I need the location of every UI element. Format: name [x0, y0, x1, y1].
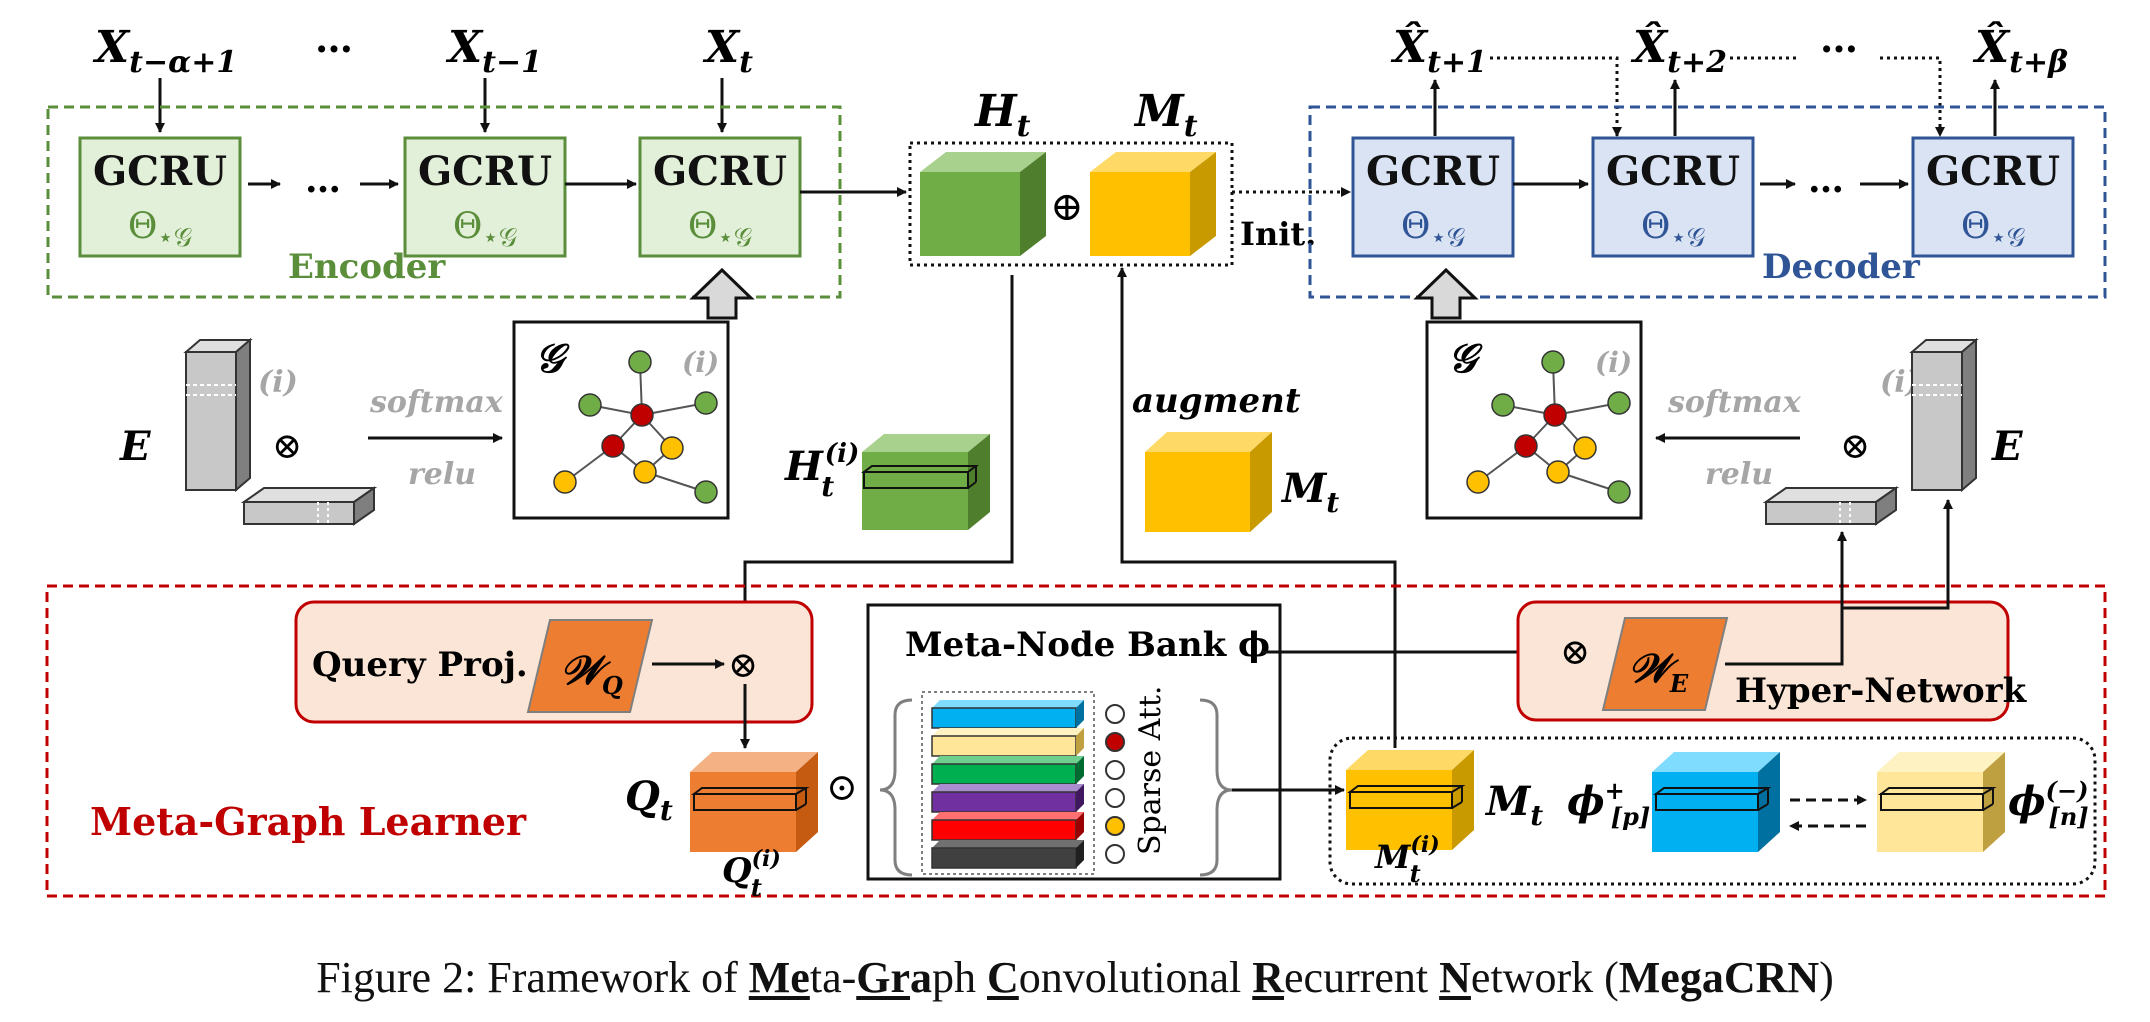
init-label: Init.	[1240, 215, 1316, 253]
wq-parallelogram	[526, 619, 654, 713]
phi-pos-label: ϕ+[p]	[1567, 776, 1650, 831]
we-label: 𝒲E	[1628, 645, 1689, 698]
relu-label-right: relu	[1705, 457, 1773, 492]
oplus-symbol: ⊕	[1050, 184, 1084, 230]
decoder-gcru-2: GCRU Θ⋆𝒢	[1591, 136, 1755, 258]
encoder-gcru-1: GCRU Θ⋆𝒢	[78, 136, 242, 258]
phi-pos-cube	[1652, 752, 1780, 852]
embedding-index: (i)	[258, 365, 298, 400]
hti-cube	[861, 434, 990, 530]
state-box	[908, 141, 1234, 267]
gcru-title: GCRU	[93, 148, 227, 195]
gcru-title: GCRU	[1606, 148, 1740, 195]
input-x-t: Xt	[702, 22, 753, 80]
state-m-label: Mt	[1133, 86, 1198, 144]
q-cube	[690, 752, 818, 852]
input-x-first: Xt−α+1	[92, 22, 237, 80]
otimes-symbol: ⊗	[1840, 426, 1870, 467]
phi-neg-label: ϕ(−)[n]	[2008, 776, 2089, 831]
output-x-3: X̂t+β	[1972, 20, 2068, 80]
mt-phi-region	[1328, 736, 2097, 886]
arrow-hyper-to-e-tall	[1842, 499, 1953, 610]
odot-symbol: ⊙	[826, 765, 858, 809]
state-m-cube	[1090, 152, 1216, 256]
query-proj-box: Query Proj. 𝒲Q	[294, 600, 814, 724]
figure-caption: Figure 2: Framework of Meta-Graph Convol…	[316, 953, 1834, 1002]
input-dots: …	[315, 16, 353, 61]
input-labels: Xt−α+1 … Xt−1 Xt	[92, 16, 753, 80]
state-h-label: Ht	[973, 86, 1031, 144]
decoder-label: Decoder	[1762, 247, 1921, 287]
encoder-gcru-3: GCRU Θ⋆𝒢	[638, 136, 802, 258]
left-graph-box: 𝒢 (i)	[512, 320, 730, 520]
attention-dots	[1105, 704, 1125, 864]
query-proj-label: Query Proj.	[312, 645, 528, 685]
gcru-param: Θ⋆𝒢	[1401, 206, 1465, 253]
feedback-arrow-3	[1880, 56, 1945, 137]
softmax-label-right: softmax	[1667, 385, 1802, 420]
decoder-region	[1308, 105, 2107, 299]
hyper-otimes: ⊗	[1560, 632, 1590, 673]
arrow-hyper-to-e-flat	[1725, 531, 1847, 666]
gcru-param: Θ⋆𝒢	[1961, 206, 2025, 253]
output-dots: …	[1820, 16, 1858, 61]
decoder-gcru-3: GCRU Θ⋆𝒢	[1911, 136, 2075, 258]
embedding-label: E	[119, 423, 151, 470]
augment-label: augment	[1132, 381, 1301, 421]
augment-m-label: Mt	[1280, 465, 1339, 519]
embedding-label: E	[1991, 423, 2023, 470]
output-x-2: X̂t+2	[1630, 20, 1727, 80]
augment-m-cube	[1145, 432, 1272, 532]
bank-title: Meta-Node Bank ϕ	[905, 625, 1270, 665]
mti-label: M(i)t	[1374, 832, 1440, 888]
gcru-param: Θ⋆𝒢	[688, 206, 752, 253]
learner-region	[45, 584, 2107, 898]
encoder-dots: …	[305, 159, 341, 201]
block-arrow-up-encoder	[689, 267, 755, 320]
hyper-network-label: Hyper-Network	[1735, 671, 2028, 711]
left-brace	[879, 698, 913, 877]
gcru-title: GCRU	[1926, 148, 2060, 195]
hyper-network-box: ⊗ 𝒲E Hyper-Network	[1516, 600, 2028, 722]
sparse-att-label: Sparse Att.	[1133, 686, 1168, 855]
gcru-title: GCRU	[1366, 148, 1500, 195]
softmax-label: softmax	[369, 385, 504, 420]
decoder-dots: …	[1808, 159, 1844, 201]
gcru-title: GCRU	[653, 148, 787, 195]
hti-label: H(i)t	[784, 439, 859, 503]
relu-label: relu	[408, 457, 476, 492]
encoder-gcru-2: GCRU Θ⋆𝒢	[403, 136, 567, 258]
q-label: Qt	[625, 773, 673, 827]
arrow-m-to-state	[1117, 267, 1397, 748]
graph-index: (i)	[1595, 346, 1632, 379]
right-embedding: (i) ⊗ E	[1762, 337, 2023, 526]
gcru-param: Θ⋆𝒢	[128, 206, 192, 253]
memory-bars	[931, 700, 1084, 869]
gcru-param: Θ⋆𝒢	[453, 206, 517, 253]
input-x-prev: Xt−1	[445, 22, 542, 80]
left-embedding: E (i) ⊗	[119, 337, 378, 526]
gcru-param: Θ⋆𝒢	[1641, 206, 1705, 253]
q-i-label: Q(i)t	[722, 846, 781, 902]
decoder-gcru-1: GCRU Θ⋆𝒢	[1351, 136, 1515, 258]
otimes-symbol: ⊗	[272, 426, 302, 467]
right-graph-box: 𝒢 (i)	[1425, 320, 1643, 520]
output-x-1: X̂t+1	[1390, 20, 1487, 80]
mt-label: Mt	[1484, 778, 1543, 832]
encoder-region	[46, 105, 842, 299]
graph-index: (i)	[682, 346, 719, 379]
encoder-label: Encoder	[288, 247, 446, 287]
mt-cube	[1346, 750, 1474, 850]
block-arrow-up-decoder	[1413, 267, 1479, 320]
meta-node-bank: Meta-Node Bank ϕ Sparse Att.	[866, 603, 1282, 881]
query-otimes: ⊗	[728, 645, 758, 686]
learner-title: Meta-Graph Learner	[90, 799, 527, 844]
we-parallelogram	[1601, 617, 1729, 711]
state-h-cube	[920, 152, 1046, 256]
feedback-arrow-1	[1490, 56, 1622, 137]
output-labels: X̂t+1 X̂t+2 … X̂t+β	[1390, 16, 2068, 80]
gcru-title: GCRU	[418, 148, 552, 195]
phi-neg-cube	[1877, 752, 2005, 852]
